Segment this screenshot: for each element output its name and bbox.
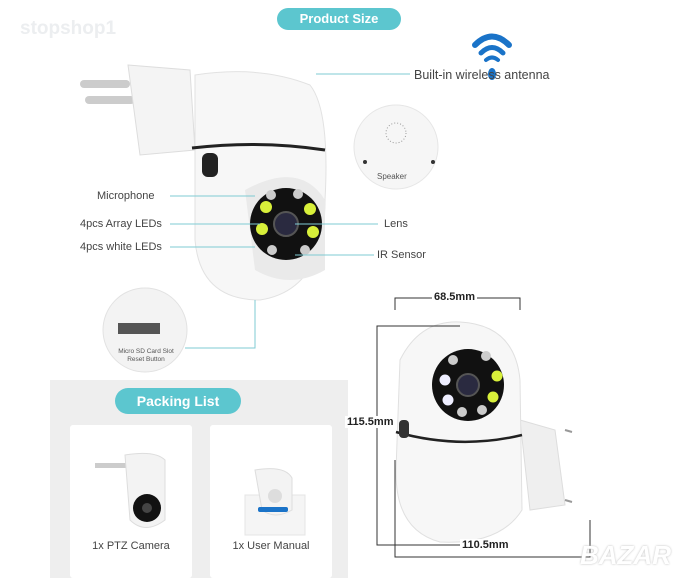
- lens-label: Lens: [384, 218, 408, 230]
- product-size-title: Product Size: [277, 8, 401, 30]
- packing-item-camera: 1x PTZ Camera: [92, 540, 170, 552]
- ir-sensor-label: IR Sensor: [377, 249, 426, 261]
- packing-item-manual: 1x User Manual: [232, 540, 310, 552]
- speaker-detail: [353, 104, 439, 190]
- white-leds-label: 4pcs white LEDs: [80, 241, 162, 253]
- reset-button-text: Reset Button: [127, 356, 165, 363]
- wifi-icon: [472, 33, 512, 80]
- array-leds-label: 4pcs Array LEDs: [80, 218, 162, 230]
- sd-slot-label: Micro SD Card Slot Reset Button: [108, 348, 184, 364]
- sd-slot-detail: [102, 287, 188, 373]
- microphone-label: Microphone: [97, 190, 155, 202]
- speaker-label: Speaker: [377, 172, 407, 181]
- height-dimension: 115.5mm: [345, 416, 396, 428]
- packing-manual-image: [244, 468, 306, 536]
- main-camera-image: [80, 64, 327, 301]
- sd-slot-text: Micro SD Card Slot: [118, 348, 174, 355]
- watermark-stopshop: stopshop1: [20, 18, 117, 39]
- packing-camera-image: [95, 452, 166, 528]
- side-camera-image: [395, 321, 573, 543]
- antenna-label: Built-in wireless antenna: [414, 68, 550, 82]
- watermark-bazar: BAZAR: [580, 540, 671, 570]
- packing-list-title: Packing List: [115, 388, 241, 414]
- depth-dimension: 110.5mm: [460, 539, 511, 551]
- width-dimension: 68.5mm: [432, 291, 477, 303]
